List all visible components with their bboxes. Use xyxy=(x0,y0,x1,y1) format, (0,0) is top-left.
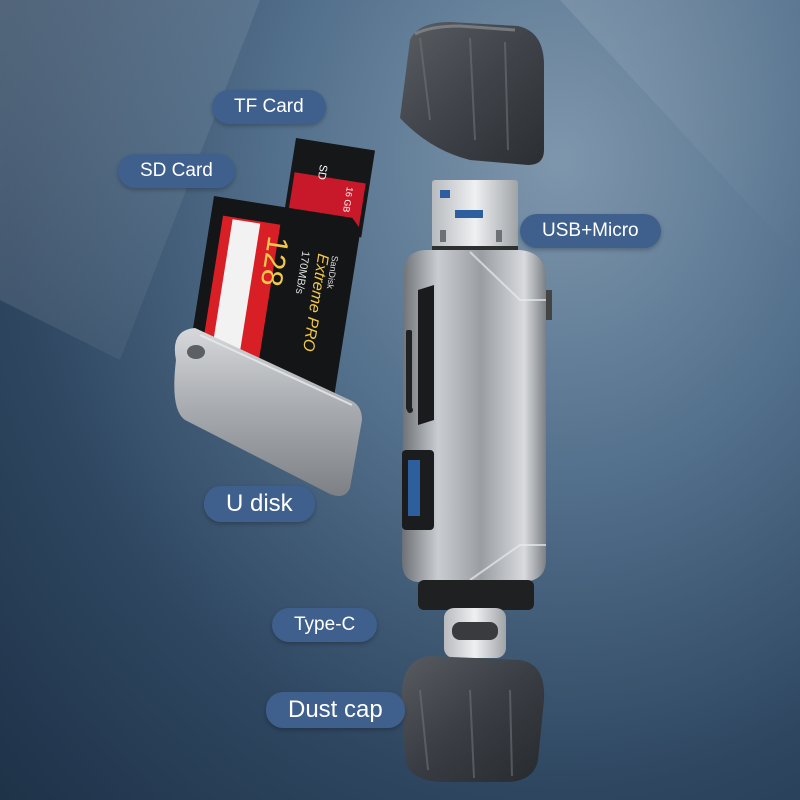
tf-card-type: SD xyxy=(315,164,329,181)
light-beam xyxy=(560,0,800,260)
sd-card-label: SD Card xyxy=(118,154,235,188)
type-c-label: Type-C xyxy=(272,608,378,642)
dust-cap-label: Dust cap xyxy=(266,692,405,728)
sd-card-capacity: 128 xyxy=(254,234,294,289)
tf-card-label: TF Card xyxy=(212,90,326,124)
tf-card-capacity: 16 GB xyxy=(341,186,355,213)
usb-a-plug xyxy=(432,180,518,260)
bottom-dust-cap xyxy=(401,656,545,782)
top-dust-cap xyxy=(400,22,545,165)
type-c-connector xyxy=(418,580,534,658)
usb-micro-label: USB+Micro xyxy=(520,214,661,248)
u-disk xyxy=(174,328,362,496)
card-reader-body xyxy=(402,250,552,582)
u-disk-label: U disk xyxy=(204,486,315,522)
